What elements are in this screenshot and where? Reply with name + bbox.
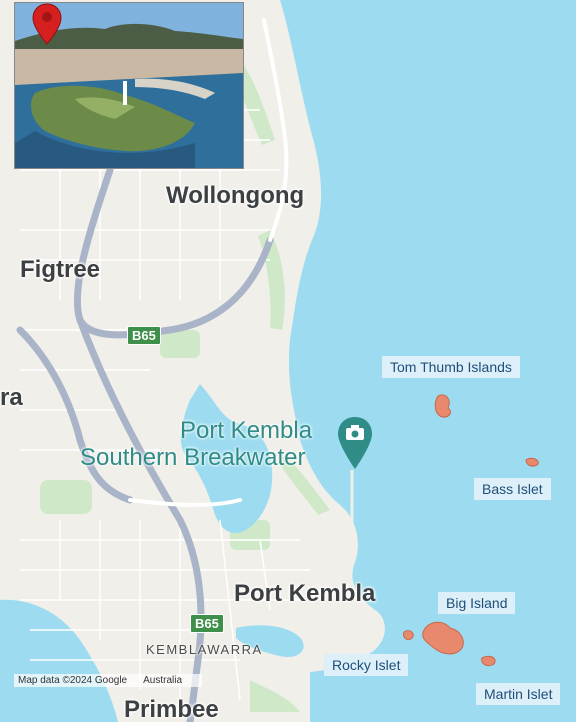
martin-islet-shape bbox=[481, 655, 496, 667]
callout-tom-thumb-islands: Tom Thumb Islands bbox=[382, 356, 520, 378]
rocky-islet-shape bbox=[403, 630, 414, 641]
land-mass bbox=[0, 0, 385, 722]
aerial-photo-image bbox=[15, 3, 243, 168]
callout-bass-islet: Bass Islet bbox=[474, 478, 551, 500]
suburb-label-kemblawarra: KEMBLAWARRA bbox=[146, 642, 263, 657]
tom-thumb-islands-shape bbox=[434, 394, 451, 418]
camera-icon[interactable] bbox=[336, 415, 374, 471]
city-label-figtree: Figtree bbox=[20, 256, 101, 283]
big-island-shape bbox=[422, 621, 464, 655]
callout-big-island: Big Island bbox=[438, 592, 516, 614]
route-shield-b65: B65 bbox=[127, 326, 161, 345]
poi-label-line2[interactable]: Southern Breakwater bbox=[80, 444, 306, 471]
poi-label-line1[interactable]: Port Kembla bbox=[180, 417, 313, 444]
callout-martin-islet: Martin Islet bbox=[476, 683, 561, 705]
city-label-wollongong: Wollongong bbox=[166, 182, 305, 209]
bass-islet-shape bbox=[525, 457, 539, 467]
map-attribution: Map data ©2024 Google Australia bbox=[14, 674, 203, 687]
inset-aerial-photo bbox=[14, 2, 244, 169]
islands bbox=[403, 394, 539, 667]
route-shield-b65: B65 bbox=[190, 614, 224, 633]
city-label-port-kembla: Port Kembla bbox=[234, 580, 376, 607]
location-pin-icon[interactable] bbox=[32, 2, 62, 46]
city-label-primbee: Primbee bbox=[124, 696, 219, 722]
attribution-data: Map data ©2024 Google bbox=[18, 675, 128, 686]
callout-rocky-islet: Rocky Islet bbox=[324, 654, 409, 676]
attribution-region: Australia bbox=[143, 675, 183, 686]
city-label-edge-fragment: ra bbox=[0, 384, 23, 411]
harbour-water bbox=[0, 384, 304, 722]
